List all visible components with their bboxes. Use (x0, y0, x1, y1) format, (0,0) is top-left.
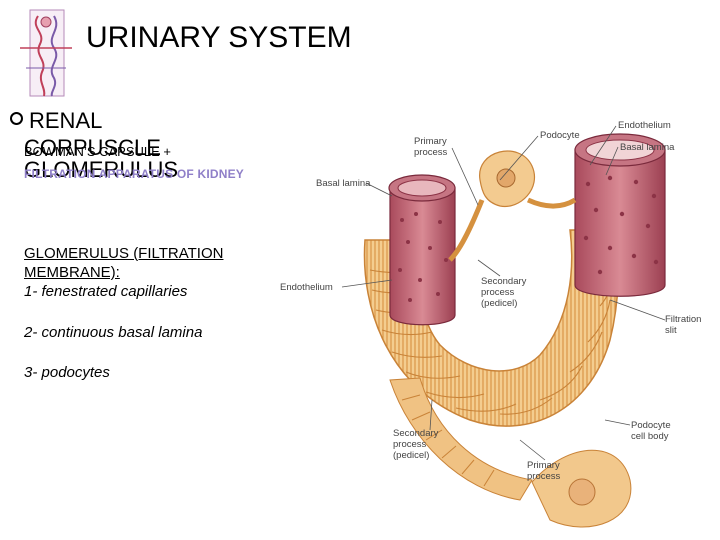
list-item: 3- podocytes (24, 364, 110, 381)
list-item: 1- fenestrated capillaries (24, 283, 188, 300)
bullet-dot-icon (10, 112, 23, 125)
corpuscle-line: CORPUSCLE (24, 135, 161, 160)
label-endothelium-top: Endothelium (618, 120, 671, 131)
label-basal-lamina-left: Basal lamina (316, 178, 371, 189)
label-podocyte: Podocyte (540, 130, 580, 141)
label-basal-lamina-right: Basal lamina (620, 142, 675, 153)
list-item: 2- continuous basal lamina (24, 324, 203, 341)
kidney-nephron-icon (20, 9, 72, 97)
filtration-membrane-illustration (363, 133, 666, 528)
membrane-heading-2: MEMBRANE): (24, 264, 120, 281)
bowman-capsule-line: BOWMAN’S CAPSULE + (24, 144, 172, 159)
membrane-heading-1: GLOMERULUS (FILTRATION (24, 245, 224, 262)
slide-title: URINARY SYSTEM (86, 21, 352, 54)
label-endothelium-left: Endothelium (280, 282, 333, 293)
bullet-text: RENAL (29, 108, 103, 133)
filtration-apparatus-line: FILTRATION APPARATUS OF KIDNEY (24, 167, 244, 181)
glomerulus-line: GLOMERULUS (24, 157, 179, 182)
bullet-renal: RENAL (10, 108, 102, 134)
